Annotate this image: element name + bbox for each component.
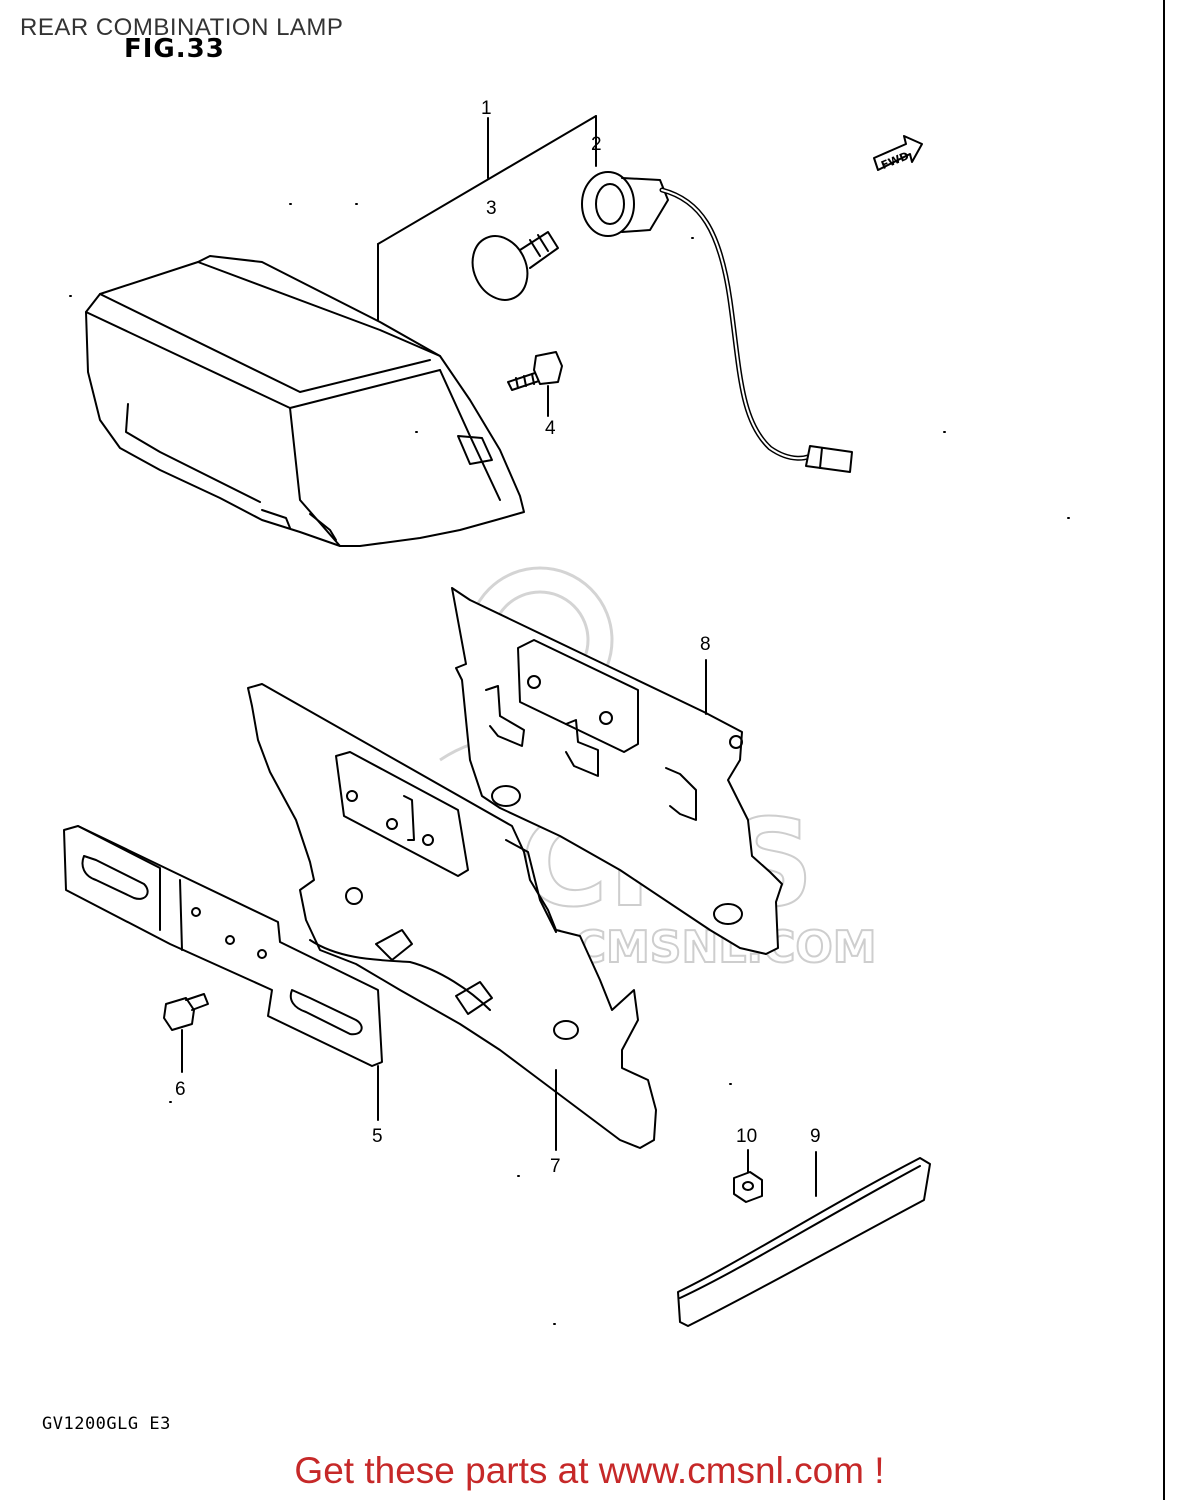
nut-icon: [733, 1149, 763, 1203]
forward-arrow-icon: FWD: [873, 135, 923, 172]
figure-number: FIG.33: [124, 34, 225, 64]
part-label-8: 8: [700, 634, 711, 655]
part-label-1: 1: [481, 98, 492, 119]
mounting-plate: [247, 683, 657, 1151]
part-label-3: 3: [486, 198, 497, 219]
screw-icon: [507, 351, 563, 417]
model-code: GV1200GLG E3: [42, 1414, 171, 1434]
bolt-icon: [163, 993, 209, 1073]
bulb-icon: [471, 231, 559, 301]
part-number-labels: 1 2 3 4 5 6 7 8 9 10: [175, 98, 821, 1177]
parts-store-link[interactable]: Get these parts at www.cmsnl.com !: [294, 1450, 885, 1491]
page-edge-border: [1163, 0, 1179, 1500]
reflector: [677, 1151, 931, 1327]
part-label-10: 10: [736, 1126, 757, 1147]
part-label-9: 9: [810, 1126, 821, 1147]
bulb-socket-icon: [581, 171, 853, 473]
diagram-title: REAR COMBINATION LAMP: [20, 14, 344, 41]
tail-lamp-housing: [85, 255, 525, 547]
scan-specks: [69, 203, 1070, 1325]
upper-lamp-bracket: [451, 587, 783, 955]
part-label-2: 2: [591, 134, 602, 155]
part-label-4: 4: [545, 418, 556, 439]
leader-part-1: [377, 115, 597, 321]
part-label-5: 5: [372, 1126, 383, 1147]
part-label-7: 7: [550, 1156, 561, 1177]
license-plate-bracket: [63, 825, 383, 1121]
part-label-6: 6: [175, 1079, 186, 1100]
